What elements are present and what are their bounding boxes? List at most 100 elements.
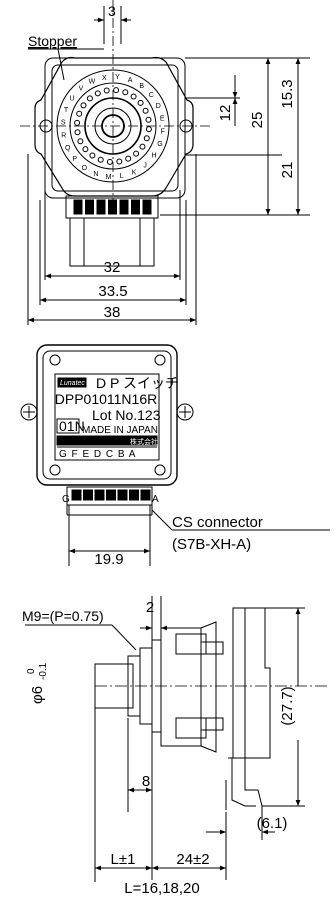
detent-circle — [77, 138, 84, 145]
side-view — [25, 596, 330, 882]
dial-letter: H — [151, 153, 156, 160]
shaft-tol-upper: 0 — [26, 668, 37, 674]
dial-letter: F — [161, 128, 165, 135]
dial-letter: O — [82, 165, 88, 172]
connector-pin — [83, 489, 93, 501]
detent-circle — [97, 156, 104, 163]
dim-21: 21 — [279, 162, 296, 179]
front-hole-tr — [154, 354, 166, 366]
detent-circle — [142, 107, 149, 114]
detent-circle — [145, 126, 152, 133]
model-number: DPP01011N16R — [55, 391, 157, 407]
detent-circle — [137, 99, 144, 106]
detent-circle — [143, 135, 150, 142]
front-hole-br — [154, 464, 166, 476]
connector-pin — [142, 199, 152, 215]
mounting-flange — [34, 56, 194, 197]
dial-letter: T — [64, 107, 69, 114]
detent-circle — [133, 150, 140, 157]
dial-letter: C — [149, 92, 154, 99]
top-view — [20, 0, 310, 325]
detent-circle — [86, 95, 93, 102]
detent-circle — [139, 143, 146, 150]
shaft-diameter: φ6 — [29, 686, 46, 704]
lot-number: Lot No.123 — [92, 407, 161, 423]
dial-letter: G — [157, 141, 162, 148]
maker-band — [56, 435, 158, 446]
front-connector — [66, 486, 153, 506]
dial-letter: P — [72, 156, 77, 163]
detent-circle — [80, 102, 87, 109]
dim-24: 24±2 — [176, 851, 209, 868]
top-connector-pins — [73, 199, 152, 215]
dial-letter: B — [139, 83, 144, 90]
detent-circle — [82, 146, 89, 153]
connector-part: (S7B-XH-A) — [172, 536, 251, 553]
connector-pin — [140, 489, 151, 501]
detent-circle — [74, 129, 81, 136]
connector-pin — [117, 489, 128, 501]
dial-letter: N — [93, 171, 98, 178]
detent-circle — [74, 119, 81, 126]
detent-circle — [145, 116, 152, 123]
dim-2: 2 — [146, 599, 154, 616]
pin-labels: G F E D C B A — [59, 449, 136, 460]
dial-letter: Q — [65, 145, 71, 152]
dial-letter: D — [156, 103, 161, 110]
dial-letter: J — [143, 162, 147, 169]
dial-letter: Y — [115, 74, 120, 81]
dim-6-1: (6.1) — [257, 815, 288, 832]
dim-15-3: 15.3 — [279, 79, 296, 108]
dial-letter: A — [128, 77, 133, 84]
connector-label: CS connector — [172, 514, 263, 531]
dial-letter: E — [160, 115, 165, 122]
connector-pin — [131, 199, 140, 215]
detent-circle — [76, 110, 83, 117]
detent-circle — [89, 152, 96, 159]
connector-pin — [71, 489, 82, 501]
dim-38: 38 — [104, 304, 121, 321]
stopper-label: Stopper — [28, 33, 77, 49]
dim-8: 8 — [142, 773, 150, 790]
dim-33-5: 33.5 — [98, 283, 127, 300]
dim-27-7: (27.7) — [279, 686, 296, 725]
shaft-tol-lower: -0.1 — [38, 662, 49, 680]
dial-letter: X — [102, 75, 107, 82]
dim-32: 32 — [104, 259, 121, 276]
connector-pin — [129, 489, 139, 501]
connector-pin — [96, 199, 106, 215]
dial-letter: M — [106, 174, 112, 181]
connector-pin — [108, 199, 117, 215]
connector-pin — [119, 199, 129, 215]
detent-circle — [103, 87, 110, 94]
switch-code: 01N — [59, 418, 85, 434]
dial-letter: S — [61, 120, 66, 127]
front-body-outline — [36, 344, 178, 486]
detent-circle — [130, 93, 137, 100]
dial-letter: V — [79, 86, 84, 93]
dim-12: 12 — [217, 105, 234, 122]
switch-title: D P スイッチ — [96, 375, 179, 391]
front-hole-tl — [49, 354, 61, 366]
detent-circle — [116, 158, 123, 165]
connector-pin — [106, 489, 116, 501]
connector-pin — [73, 199, 83, 215]
connector-pin — [85, 199, 94, 215]
front-view — [20, 344, 330, 566]
maker-line: 株式会社 — [130, 437, 158, 446]
detent-circle — [113, 87, 120, 94]
logo-text: Lunatec — [60, 380, 85, 387]
front-connector-pins — [71, 489, 151, 501]
detent-circles — [74, 87, 152, 165]
dim-25: 25 — [249, 112, 266, 129]
dial-letter: L — [120, 173, 124, 180]
pin-left-label: G — [62, 494, 70, 505]
front-screw-left — [20, 403, 38, 421]
thread-label: M9=(P=0.75) — [22, 608, 104, 624]
L-values: L=16,18,20 — [124, 880, 200, 897]
front-hole-bl — [49, 464, 61, 476]
side-body — [160, 627, 202, 747]
detent-circle — [122, 89, 129, 96]
detent-circle — [106, 158, 113, 165]
